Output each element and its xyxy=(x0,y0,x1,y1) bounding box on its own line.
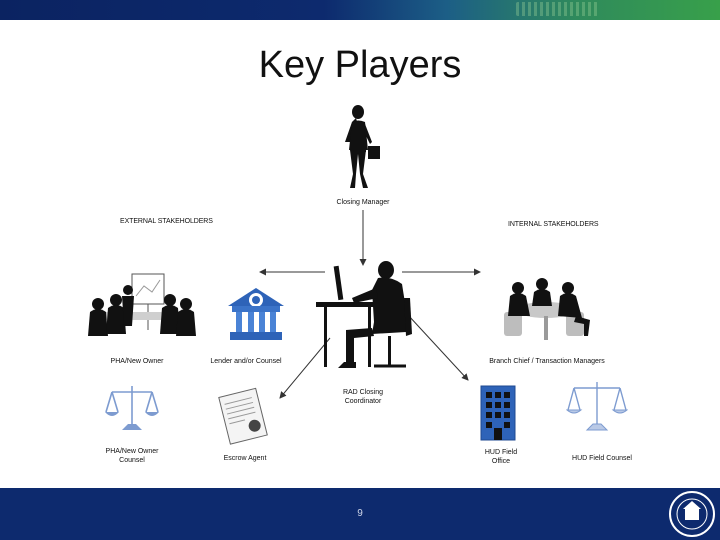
rad-coordinator-silhouette xyxy=(316,261,412,368)
page-number: 9 xyxy=(357,508,363,519)
external-stakeholders-header: EXTERNAL STAKEHOLDERS xyxy=(120,218,213,225)
internal-stakeholders-header: INTERNAL STAKEHOLDERS xyxy=(508,221,599,228)
arrow-down-right-hud-office xyxy=(407,314,469,381)
arrow-down-left-escrow xyxy=(279,337,331,399)
pha-counsel-scale-icon xyxy=(105,386,159,430)
pha-counsel-label: PHA/New Owner Counsel xyxy=(105,448,159,464)
hud-field-office-label: HUD Field Office xyxy=(484,449,518,465)
branch-chief-meeting-icon xyxy=(504,278,590,340)
pha-new-owner-label: PHA/New Owner xyxy=(110,358,164,365)
escrow-agent-label: Escrow Agent xyxy=(223,455,267,462)
footer-bar xyxy=(0,488,720,540)
hud-seal-logo xyxy=(669,491,715,537)
hud-field-counsel-label: HUD Field Counsel xyxy=(572,455,632,462)
hud-field-counsel-scale-icon xyxy=(566,382,628,431)
branch-chief-label: Branch Chief / Transaction Managers xyxy=(489,358,605,365)
hud-field-office-building-icon xyxy=(480,385,516,441)
closing-manager-label: Closing Manager xyxy=(336,199,390,206)
escrow-document-icon xyxy=(218,387,268,445)
rad-coordinator-label: RAD Closing Coordinator xyxy=(342,389,384,405)
banner-logo-mark xyxy=(516,2,598,16)
pha-new-owner-meeting-icon xyxy=(88,273,196,336)
lender-bank-icon xyxy=(228,288,284,340)
closing-manager-silhouette xyxy=(345,105,380,188)
slide-title: Key Players xyxy=(258,44,462,86)
lender-counsel-label: Lender and/or Counsel xyxy=(210,358,282,365)
top-banner xyxy=(0,0,720,20)
